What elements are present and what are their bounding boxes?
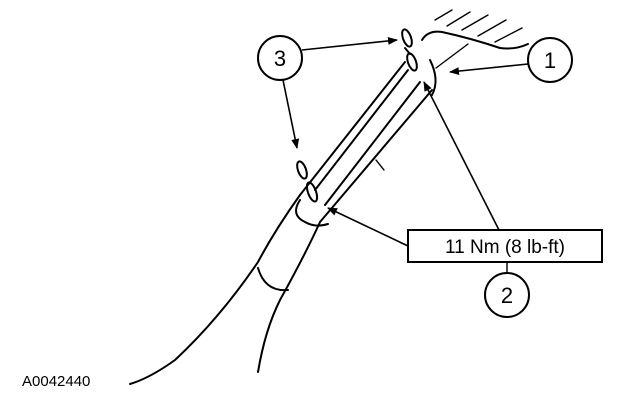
torque-callout: 11 Nm (8 lb-ft) 2 — [327, 81, 603, 318]
callout-1-number: 1 — [544, 48, 556, 73]
torque-box — [407, 229, 603, 263]
callout-3-arrow-lower — [282, 79, 300, 149]
torque-value: 11 Nm (8 lb-ft) — [445, 237, 565, 258]
torque-arrow-lower — [327, 207, 409, 247]
upper-clamp — [401, 28, 418, 72]
callout-3-number: 3 — [274, 46, 286, 71]
callout-3-arrow-upper — [301, 36, 398, 51]
metal-tube — [314, 43, 469, 206]
lower-clamp — [295, 160, 329, 227]
callout-1: 1 — [449, 37, 573, 83]
figure-id: A0042440 — [22, 373, 90, 390]
callout-3: 3 — [257, 35, 398, 149]
torque-arrow-upper — [423, 81, 501, 233]
callout-2-number: 2 — [501, 283, 513, 308]
hose — [129, 61, 433, 385]
component-housing — [421, 9, 529, 96]
callout-1-arrow — [449, 63, 529, 76]
